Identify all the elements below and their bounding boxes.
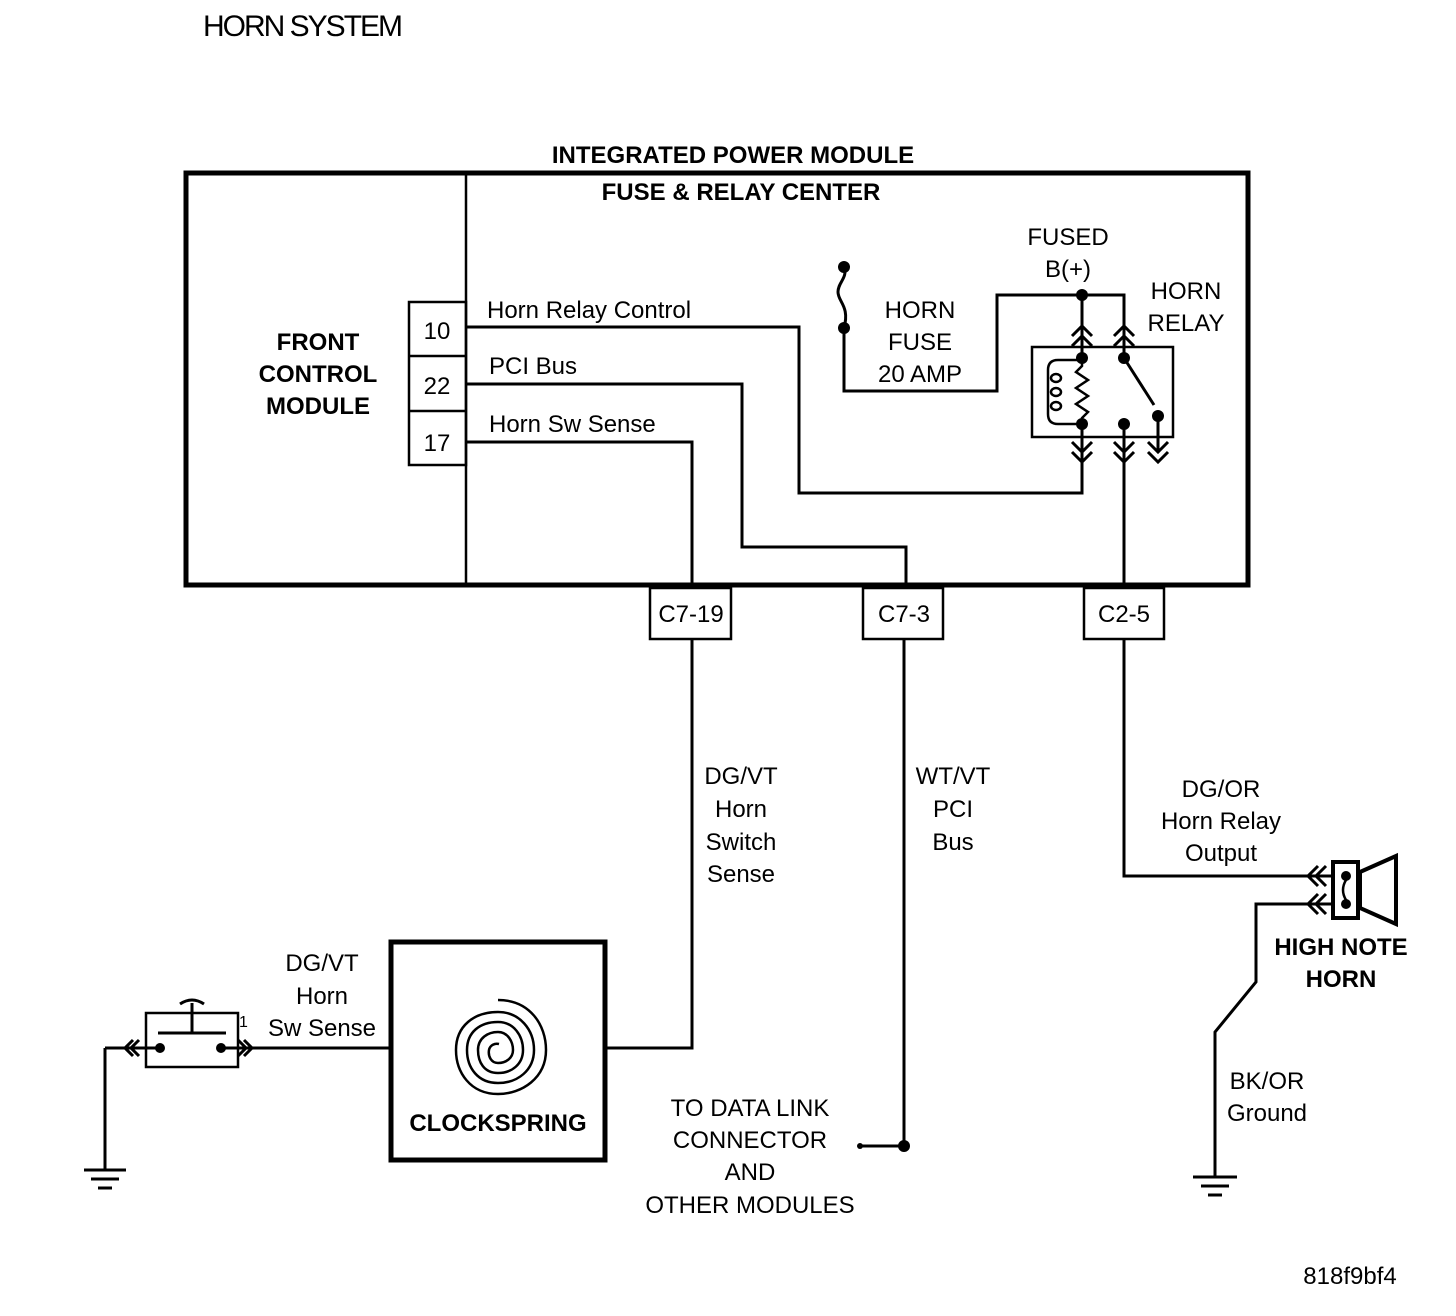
ground-icon	[84, 1168, 126, 1190]
horn-label-line: HORN	[1306, 966, 1377, 993]
wire-label-line: WT/VT	[916, 763, 991, 790]
fuse-label-line: FUSE	[888, 329, 952, 356]
data-link-label: TO DATA LINK CONNECTOR AND OTHER MODULES	[645, 1095, 854, 1219]
wire-pci-bus-internal	[466, 382, 908, 585]
wire-label-line: Switch	[706, 829, 777, 856]
label-horn-switch-sense: DG/VT Horn Switch Sense	[704, 763, 778, 888]
wire-label-line: Sense	[707, 861, 775, 888]
relay-label-line: RELAY	[1148, 310, 1225, 337]
wire-horn-switch-sense	[606, 639, 694, 1050]
horn-label-line: HIGH NOTE	[1274, 934, 1407, 961]
connector-c7-19: C7-19	[648, 586, 733, 641]
fcm-label-line: FRONT	[277, 329, 360, 356]
fcm-label-line: CONTROL	[259, 361, 378, 388]
connector-label: C7-19	[658, 601, 723, 628]
clockspring-spiral-icon	[454, 998, 548, 1096]
pci-splice	[898, 1140, 910, 1152]
label-relay-output: DG/OR Horn Relay Output	[1161, 776, 1281, 867]
wire-horn-relay-control	[466, 325, 1084, 495]
wire-label-line: Horn Relay	[1161, 808, 1281, 835]
ground-wire-label-line: BK/OR	[1230, 1068, 1305, 1095]
ipm-label: INTEGRATED POWER MODULE	[552, 142, 914, 169]
data-link-line: TO DATA LINK	[671, 1095, 830, 1122]
relay-label-line: HORN	[1151, 278, 1222, 305]
wire-horn-sw-sense-internal	[466, 440, 694, 585]
figure-id: 818f9bf4	[1303, 1263, 1396, 1290]
label-switch-sense: DG/VT Horn Sw Sense	[268, 950, 376, 1042]
fcm-pin-block: 10 22 17	[407, 300, 468, 467]
label-pci-bus: WT/VT PCI Bus	[916, 763, 991, 856]
data-link-line: OTHER MODULES	[645, 1192, 854, 1219]
circuit-horn-relay-control: Horn Relay Control	[487, 297, 691, 324]
diagram-title: HORN SYSTEM	[203, 10, 401, 43]
horn-switch	[105, 998, 255, 1069]
wire-horn-ground	[1213, 902, 1310, 1177]
fcm-label-line: MODULE	[266, 393, 370, 420]
connector-label: C2-5	[1098, 601, 1150, 628]
wire-label-line: Horn	[715, 796, 767, 823]
fuse-relay-center-label: FUSE & RELAY CENTER	[602, 179, 881, 206]
horn-fuse	[836, 261, 1126, 393]
high-note-horn	[1305, 852, 1398, 928]
pin-22: 22	[424, 373, 451, 400]
data-link-line: AND	[725, 1159, 776, 1186]
circuit-pci-bus: PCI Bus	[489, 353, 577, 380]
wire-label-line: Horn	[296, 983, 348, 1010]
horn-relay	[1030, 323, 1175, 465]
wire-label-line: Bus	[932, 829, 973, 856]
circuit-horn-sw-sense: Horn Sw Sense	[489, 411, 656, 438]
ground-icon	[1193, 1175, 1237, 1197]
wire-label-line: DG/OR	[1182, 776, 1261, 803]
connector-c2-5: C2-5	[1082, 586, 1166, 641]
connector-label: C7-3	[878, 601, 930, 628]
pin-10: 10	[424, 318, 451, 345]
front-control-module: FRONT CONTROL MODULE	[259, 329, 378, 420]
wire-label-line: DG/VT	[704, 763, 778, 790]
wire-label-line: DG/VT	[285, 950, 359, 977]
wire-pci-bus	[860, 639, 906, 1148]
clockspring-box	[388, 939, 608, 1163]
fuse-label-line: HORN	[885, 297, 956, 324]
wire-label-line: PCI	[933, 796, 973, 823]
data-link-line: CONNECTOR	[673, 1127, 827, 1154]
fuse-label-line: 20 AMP	[878, 361, 962, 388]
fused-b-label-line: B(+)	[1045, 256, 1091, 283]
wire-relay-output	[1122, 639, 1310, 878]
wire-label-line: Output	[1185, 840, 1257, 867]
fused-b-label-line: FUSED	[1027, 224, 1108, 251]
ground-wire-label-line: Ground	[1227, 1100, 1307, 1127]
clockspring-label: CLOCKSPRING	[409, 1110, 586, 1137]
wire-label-line: Sw Sense	[268, 1015, 376, 1042]
connector-c7-3: C7-3	[861, 586, 945, 641]
integrated-power-module-box	[183, 170, 1251, 588]
switch-pin-label: 1	[239, 1014, 248, 1031]
pin-17: 17	[424, 430, 451, 457]
pci-arrow-tip	[857, 1143, 863, 1149]
